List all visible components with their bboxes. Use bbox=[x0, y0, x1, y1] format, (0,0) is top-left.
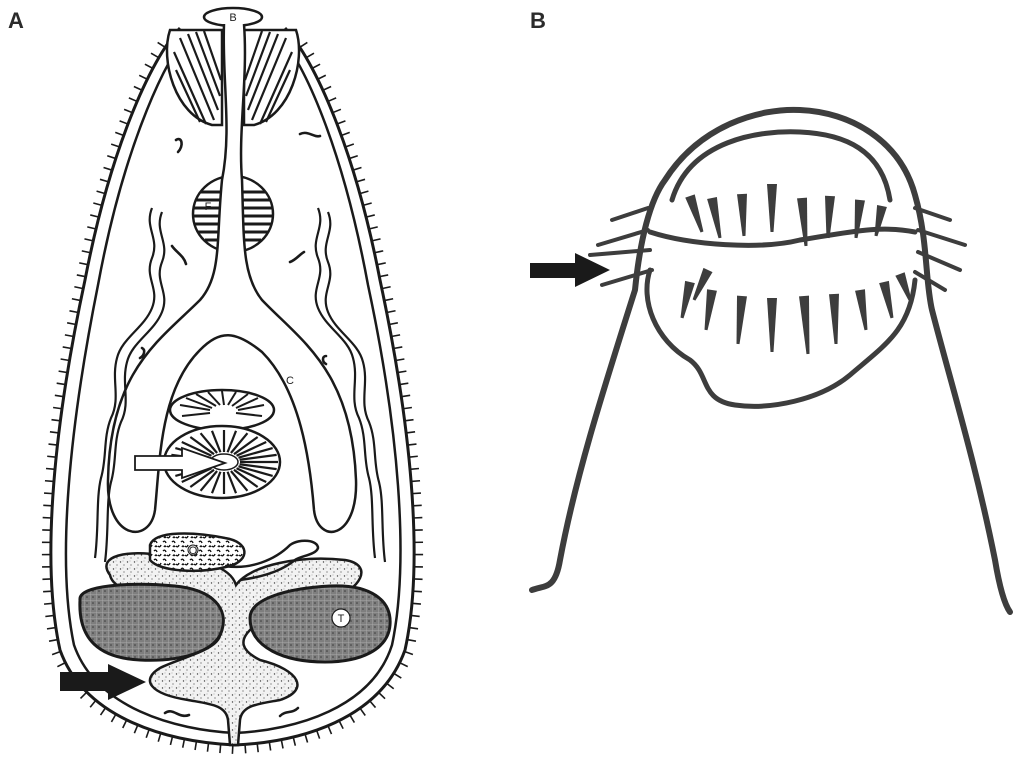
black-arrow-b bbox=[530, 253, 610, 287]
label-testis: T bbox=[338, 613, 345, 625]
label-oral-sucker: B bbox=[229, 12, 236, 24]
sucker-spine bbox=[685, 194, 703, 232]
testis-left bbox=[80, 584, 224, 660]
sucker-spines bbox=[681, 184, 912, 354]
sucker-spine bbox=[825, 196, 835, 238]
panel-b-sucker-detail bbox=[532, 110, 1010, 612]
inner-arc bbox=[672, 132, 890, 200]
sucker-spine bbox=[879, 281, 893, 318]
sucker-spine bbox=[799, 296, 809, 354]
sucker-spine bbox=[829, 294, 839, 344]
sucker-spine bbox=[855, 289, 867, 330]
label-pharynx: F bbox=[205, 201, 212, 213]
sucker-spine bbox=[737, 296, 747, 345]
ventral-sucker bbox=[164, 390, 280, 498]
testis-right bbox=[250, 586, 390, 662]
sucker-spine bbox=[767, 184, 777, 232]
black-arrow-a bbox=[60, 664, 146, 700]
sucker-spine bbox=[767, 298, 777, 352]
sucker-spine bbox=[737, 194, 747, 236]
label-caecum: C bbox=[286, 375, 294, 387]
panel-a-trematode: B F C O T bbox=[42, 8, 423, 754]
sucker-spine bbox=[895, 272, 911, 300]
sucker-spine bbox=[681, 281, 695, 318]
label-ovary: O bbox=[189, 545, 198, 557]
sucker-spine bbox=[705, 289, 717, 330]
sucker-spine bbox=[707, 197, 721, 238]
